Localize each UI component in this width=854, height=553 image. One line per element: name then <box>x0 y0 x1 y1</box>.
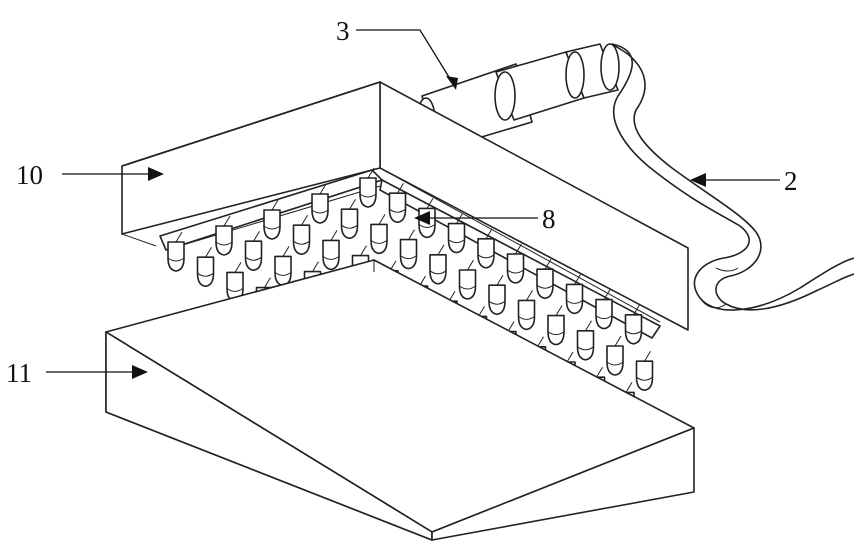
nozzle <box>292 214 311 255</box>
arrowhead-8 <box>414 211 430 225</box>
nozzle <box>370 214 388 255</box>
nozzle <box>340 198 359 239</box>
nozzle <box>624 304 643 345</box>
nozzle <box>576 320 595 361</box>
label-part-10: 10 <box>16 160 43 190</box>
label-part-2: 2 <box>784 166 798 196</box>
nozzle <box>447 213 466 254</box>
arrowhead-10 <box>148 167 164 181</box>
nozzle <box>635 350 654 391</box>
leader-3 <box>356 29 453 83</box>
nozzle <box>359 167 377 208</box>
nozzle <box>322 230 340 271</box>
nozzle <box>388 182 407 223</box>
nozzle <box>536 258 554 299</box>
arrowhead-2 <box>690 173 706 187</box>
nozzle <box>429 244 447 285</box>
nozzle <box>595 289 613 330</box>
callouts <box>46 29 780 379</box>
nozzle <box>517 290 536 331</box>
lower-block <box>105 259 695 541</box>
arrowhead-11 <box>132 365 148 379</box>
pipe-coupling <box>416 43 620 151</box>
arrowhead-3 <box>446 76 458 90</box>
label-part-3: 3 <box>336 16 350 46</box>
upper-block <box>121 81 689 331</box>
nozzle <box>547 305 565 346</box>
nozzle <box>311 183 329 224</box>
nozzle <box>477 228 495 269</box>
nozzle <box>458 259 477 300</box>
nozzle <box>488 274 506 315</box>
label-part-8: 8 <box>542 204 556 234</box>
nozzle <box>215 215 233 256</box>
nozzle <box>506 243 525 284</box>
nozzle <box>274 246 292 287</box>
nozzle <box>399 229 418 270</box>
label-part-11: 11 <box>6 358 32 388</box>
nozzle <box>263 199 281 240</box>
nozzle <box>167 231 185 272</box>
nozzle <box>606 335 624 376</box>
nozzle <box>565 274 584 315</box>
nozzle <box>244 230 263 271</box>
nozzle <box>196 246 215 287</box>
